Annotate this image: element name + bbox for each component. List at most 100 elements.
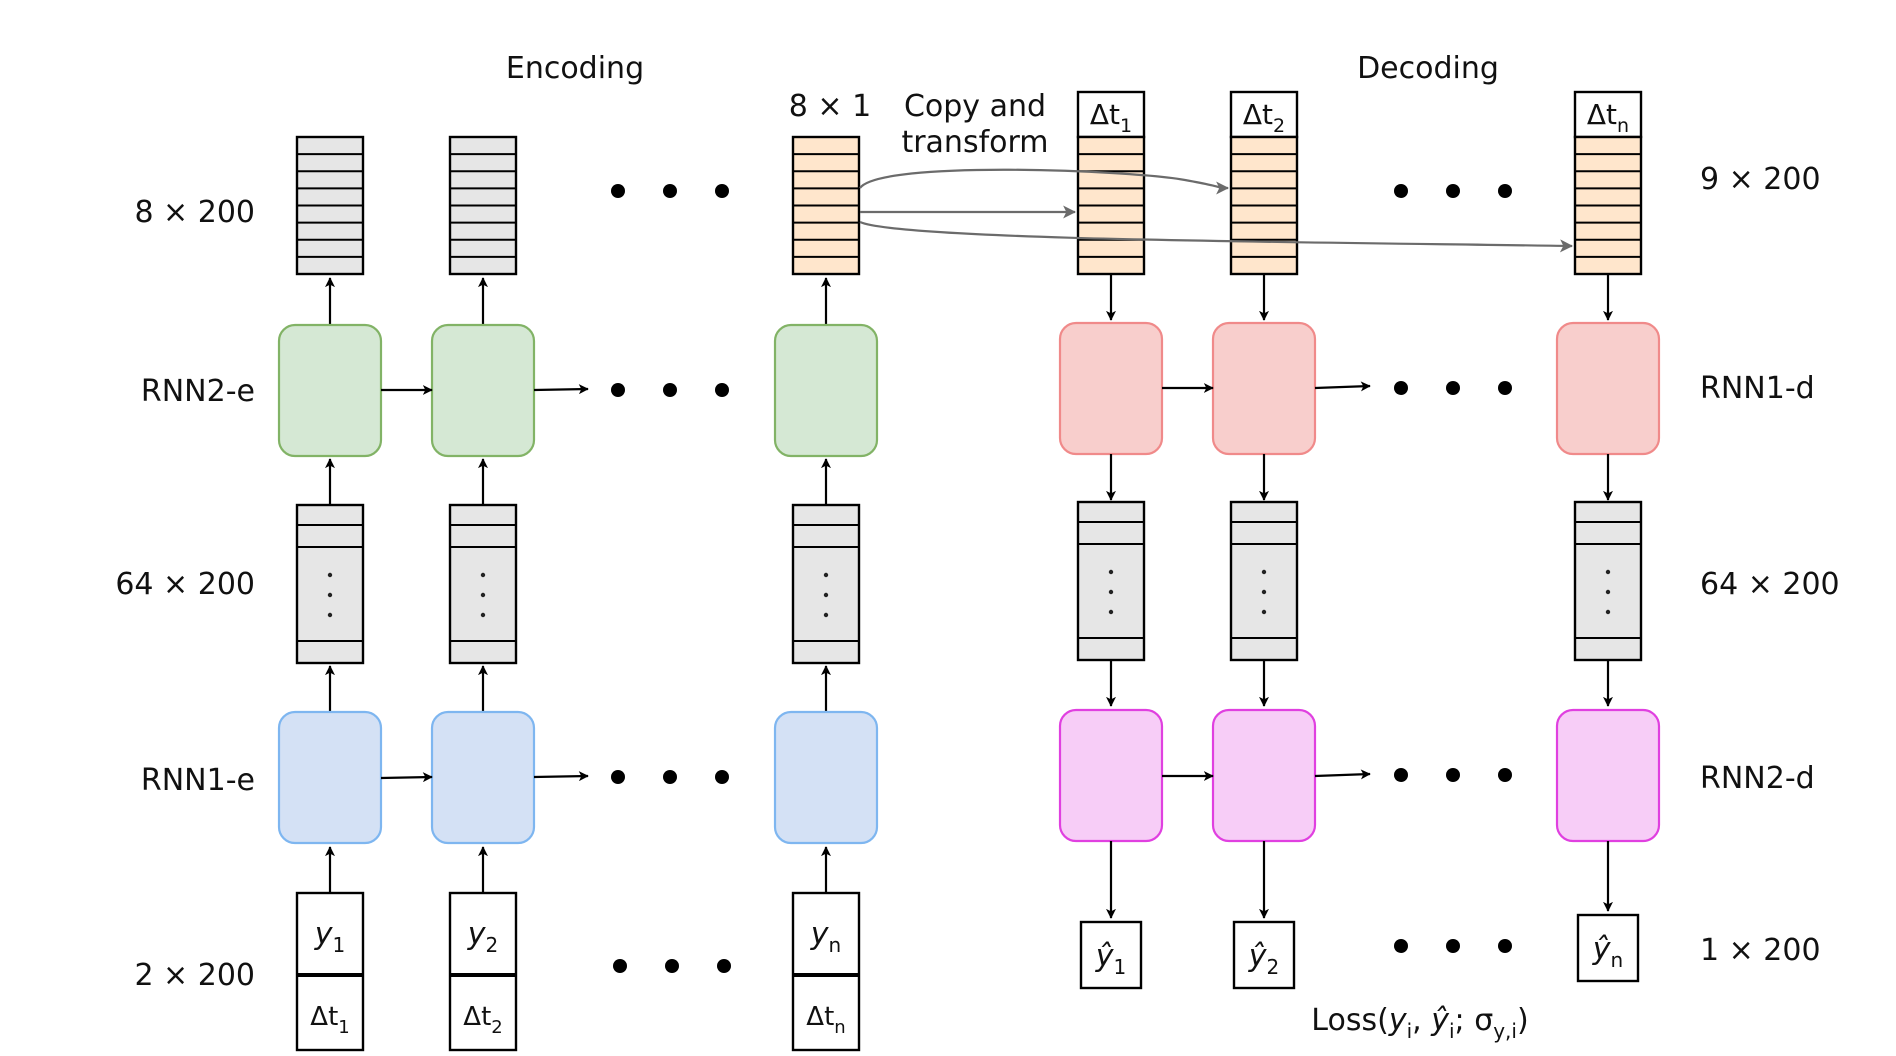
copy-arrow-to-dt2 bbox=[859, 168, 1230, 195]
encoder-hidden-stack-3 bbox=[791, 503, 861, 665]
row-label-2x200: 2 × 200 bbox=[134, 958, 255, 993]
ellipsis-dot bbox=[1605, 609, 1611, 615]
ellipsis-dot bbox=[480, 592, 486, 598]
dot bbox=[717, 959, 731, 973]
rnn2d-cell-1 bbox=[1058, 708, 1164, 843]
copy-label-line2: transform bbox=[901, 125, 1048, 160]
rnn1d-cell-2 bbox=[1211, 321, 1317, 456]
row-label-9x200: 9 × 200 bbox=[1700, 162, 1821, 197]
stack-outline bbox=[295, 503, 365, 665]
dot bbox=[1394, 768, 1408, 782]
dot bbox=[1498, 939, 1512, 953]
rnn2e-cell-2 bbox=[430, 323, 536, 458]
dot bbox=[663, 383, 677, 397]
ellipsis-dot bbox=[1605, 589, 1611, 595]
decoder-dots-row2 bbox=[1394, 381, 1512, 395]
encoder-dots-row5 bbox=[613, 959, 731, 973]
row-label-8x200: 8 × 200 bbox=[134, 195, 255, 230]
input-box-2 bbox=[448, 891, 518, 1052]
decoder-hidden-stack-2 bbox=[1229, 500, 1299, 662]
dt-header bbox=[1573, 90, 1643, 139]
output-yhat-label-2: ŷ2 bbox=[1248, 939, 1280, 979]
rnn1e-cell-3 bbox=[773, 710, 879, 845]
rnn1d-arrow-2 bbox=[1314, 381, 1371, 392]
ellipsis-dot bbox=[1261, 589, 1267, 595]
input-box-3 bbox=[791, 891, 861, 1052]
rnn2d-arrow-2 bbox=[1314, 769, 1371, 780]
row-label-64x200-right: 64 × 200 bbox=[1700, 567, 1840, 602]
input-y-label-2: y2 bbox=[467, 917, 499, 957]
dot bbox=[663, 184, 677, 198]
dot bbox=[611, 770, 625, 784]
ellipsis-dot bbox=[1108, 609, 1114, 615]
dot bbox=[1394, 184, 1408, 198]
dot bbox=[663, 770, 677, 784]
dot bbox=[715, 184, 729, 198]
ellipsis-dot bbox=[327, 612, 333, 618]
copy-label-line1: Copy and bbox=[904, 89, 1046, 124]
decoding-title: Decoding bbox=[1357, 51, 1499, 86]
decoder-state-stack-3 bbox=[1573, 135, 1643, 276]
rnn1e-arrow-2 bbox=[533, 771, 589, 782]
encoder-hidden-stack-2 bbox=[448, 503, 518, 665]
ellipsis-dot bbox=[1108, 589, 1114, 595]
dot bbox=[1498, 381, 1512, 395]
input-box-1 bbox=[295, 891, 365, 1052]
dt-header bbox=[1229, 90, 1299, 139]
output-yhat-label-1: ŷ1 bbox=[1095, 939, 1127, 979]
decoder-dt-box-2 bbox=[1229, 90, 1299, 139]
row-label-rnn1e: RNN1-e bbox=[141, 763, 255, 798]
encoder-state-8x1 bbox=[791, 135, 861, 276]
ellipsis-dot bbox=[1261, 569, 1267, 575]
dot bbox=[1446, 768, 1460, 782]
input-y-label-3: yn bbox=[810, 917, 841, 957]
row-label-64x200-left: 64 × 200 bbox=[115, 567, 255, 602]
rnn2d-cell-2 bbox=[1211, 708, 1317, 843]
dot bbox=[1394, 939, 1408, 953]
rnn1d-cell-3 bbox=[1555, 321, 1661, 456]
decoder-dt-label-3: Δtn bbox=[1587, 98, 1629, 137]
row-label-rnn2e: RNN2-e bbox=[141, 374, 255, 409]
ellipsis-dot bbox=[327, 592, 333, 598]
ellipsis-dot bbox=[480, 612, 486, 618]
output-box-3 bbox=[1576, 913, 1640, 983]
decoder-state-stack-1 bbox=[1076, 135, 1146, 276]
decoder-hidden-stack-1 bbox=[1076, 500, 1146, 662]
input-outline bbox=[791, 891, 861, 1052]
ellipsis-dot bbox=[823, 592, 829, 598]
rnn1e-arrow-1 bbox=[380, 772, 433, 783]
encoder-output-stack-2 bbox=[448, 135, 518, 276]
input-dt-label-3: Δtn bbox=[806, 1002, 845, 1038]
ellipsis-dot bbox=[327, 572, 333, 578]
dot bbox=[1498, 184, 1512, 198]
encoder-dots-row2 bbox=[611, 383, 729, 397]
input-outline bbox=[295, 891, 365, 1052]
rnn2d-cell-3 bbox=[1555, 708, 1661, 843]
dot bbox=[665, 959, 679, 973]
encoder-dots-row4 bbox=[611, 770, 729, 784]
decoder-hidden-stack-3 bbox=[1573, 500, 1643, 662]
rnn2e-cell-1 bbox=[277, 323, 383, 458]
ellipsis-dot bbox=[1108, 569, 1114, 575]
dot bbox=[1446, 184, 1460, 198]
decoder-dots-row1 bbox=[1394, 184, 1512, 198]
input-dt-label-2: Δt2 bbox=[463, 1002, 502, 1038]
row-label-rnn2d: RNN2-d bbox=[1700, 761, 1815, 796]
rnn2e-arrow-2 bbox=[533, 384, 589, 395]
stack-outline bbox=[1229, 500, 1299, 662]
stack-outline bbox=[448, 503, 518, 665]
encoding-title: Encoding bbox=[506, 51, 644, 86]
decoder-dt-label-1: Δt1 bbox=[1090, 98, 1132, 137]
encoder-hidden-stack-1 bbox=[295, 503, 365, 665]
rnn2e-cell-3 bbox=[773, 323, 879, 458]
dot bbox=[715, 770, 729, 784]
ellipsis-dot bbox=[1261, 609, 1267, 615]
row-label-rnn1d: RNN1-d bbox=[1700, 371, 1815, 406]
loss-label: Loss(yi, ŷi; σy,i) bbox=[1311, 1003, 1528, 1043]
dot bbox=[613, 959, 627, 973]
rnn1e-cell-1 bbox=[277, 710, 383, 845]
dot bbox=[715, 383, 729, 397]
ellipsis-dot bbox=[823, 612, 829, 618]
